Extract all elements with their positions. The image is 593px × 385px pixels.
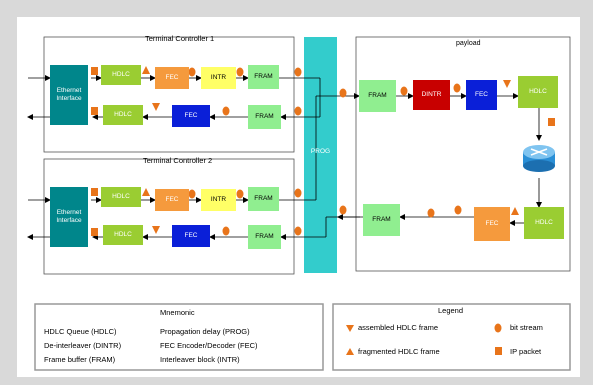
- mnemonic-item: De-interleaver (DINTR): [44, 341, 122, 350]
- tc1-fram-top: FRAM: [248, 65, 279, 89]
- fragmented-frame-markers: [142, 66, 519, 215]
- ethernet-label-line2: Interface: [56, 217, 82, 224]
- tc2-hdlc-top: HDLC: [101, 187, 141, 207]
- assembled-legend-icon: [346, 325, 354, 332]
- payload-hdlc-top: HDLC: [518, 76, 558, 108]
- bit-stream-markers: [188, 67, 462, 236]
- tc1-hdlc-top: HDLC: [101, 65, 141, 85]
- tc1-ethernet-interface: Ethernet Interface: [50, 65, 88, 125]
- payload-title: payload: [456, 40, 481, 47]
- legend-bit-stream-label: bit stream: [510, 323, 543, 332]
- legend-fragmented-label: fragmented HDLC frame: [358, 347, 440, 356]
- legend-ip-packet-label: IP packet: [510, 347, 542, 356]
- tc1-hdlc-bottom: HDLC: [103, 105, 143, 125]
- ip-packet-markers: [91, 67, 555, 236]
- legend-box: [332, 303, 571, 371]
- router-icon: [523, 145, 555, 172]
- legend-assembled-label: assembled HDLC frame: [358, 323, 439, 332]
- payload-fec-encoder: FEC: [474, 207, 510, 241]
- tc1-title: Terminal Controller 1: [145, 34, 215, 43]
- tc2-fec-encoder: FEC: [155, 189, 189, 211]
- ethernet-label-line1: Ethernet: [56, 209, 82, 216]
- mnemonic-item: Propagation delay (PROG): [160, 327, 250, 336]
- tc2-ethernet-interface: Ethernet Interface: [50, 187, 88, 247]
- payload-dintr: DINTR: [413, 80, 450, 110]
- ethernet-label-line2: Interface: [56, 95, 82, 102]
- mnemonic-item: Interleaver block (INTR): [160, 355, 240, 364]
- tc2-intr: INTR: [201, 189, 236, 211]
- ethernet-label-line1: Ethernet: [56, 87, 82, 94]
- assembled-frame-markers: [152, 80, 511, 234]
- tc1-fec-encoder: FEC: [155, 67, 189, 89]
- mnemonic-item: FEC Encoder/Decoder (FEC): [160, 341, 258, 350]
- tc2-fec-decoder: FEC: [172, 225, 210, 247]
- payload-fec-decoder: FEC: [466, 80, 497, 110]
- payload-fram-top: FRAM: [359, 80, 396, 112]
- payload-hdlc-bottom: HDLC: [524, 207, 564, 239]
- mnemonic-title: Mnemonic: [160, 308, 195, 317]
- legend-title: Legend: [438, 306, 464, 315]
- flow-lines: [27, 75, 542, 240]
- fragmented-legend-icon: [346, 348, 354, 355]
- tc1-fram-bottom: FRAM: [248, 105, 281, 129]
- prog-column: [304, 37, 337, 273]
- tc2-fram-top: FRAM: [248, 187, 279, 211]
- prog-label: PROG: [310, 148, 331, 155]
- mnemonic-box: [34, 303, 324, 371]
- tc1-fec-decoder: FEC: [172, 105, 210, 127]
- payload-fram-bottom: FRAM: [363, 204, 400, 236]
- tc2-hdlc-bottom: HDLC: [103, 225, 143, 245]
- bit-stream-legend-icon: [494, 323, 502, 333]
- tc2-title: Terminal Controller 2: [143, 156, 213, 165]
- ip-packet-legend-icon: [495, 347, 502, 355]
- tc2-fram-bottom: FRAM: [248, 225, 281, 249]
- mnemonic-item: HDLC Queue (HDLC): [44, 327, 117, 336]
- tc1-intr: INTR: [201, 67, 236, 89]
- mnemonic-item: Frame buffer (FRAM): [44, 355, 116, 364]
